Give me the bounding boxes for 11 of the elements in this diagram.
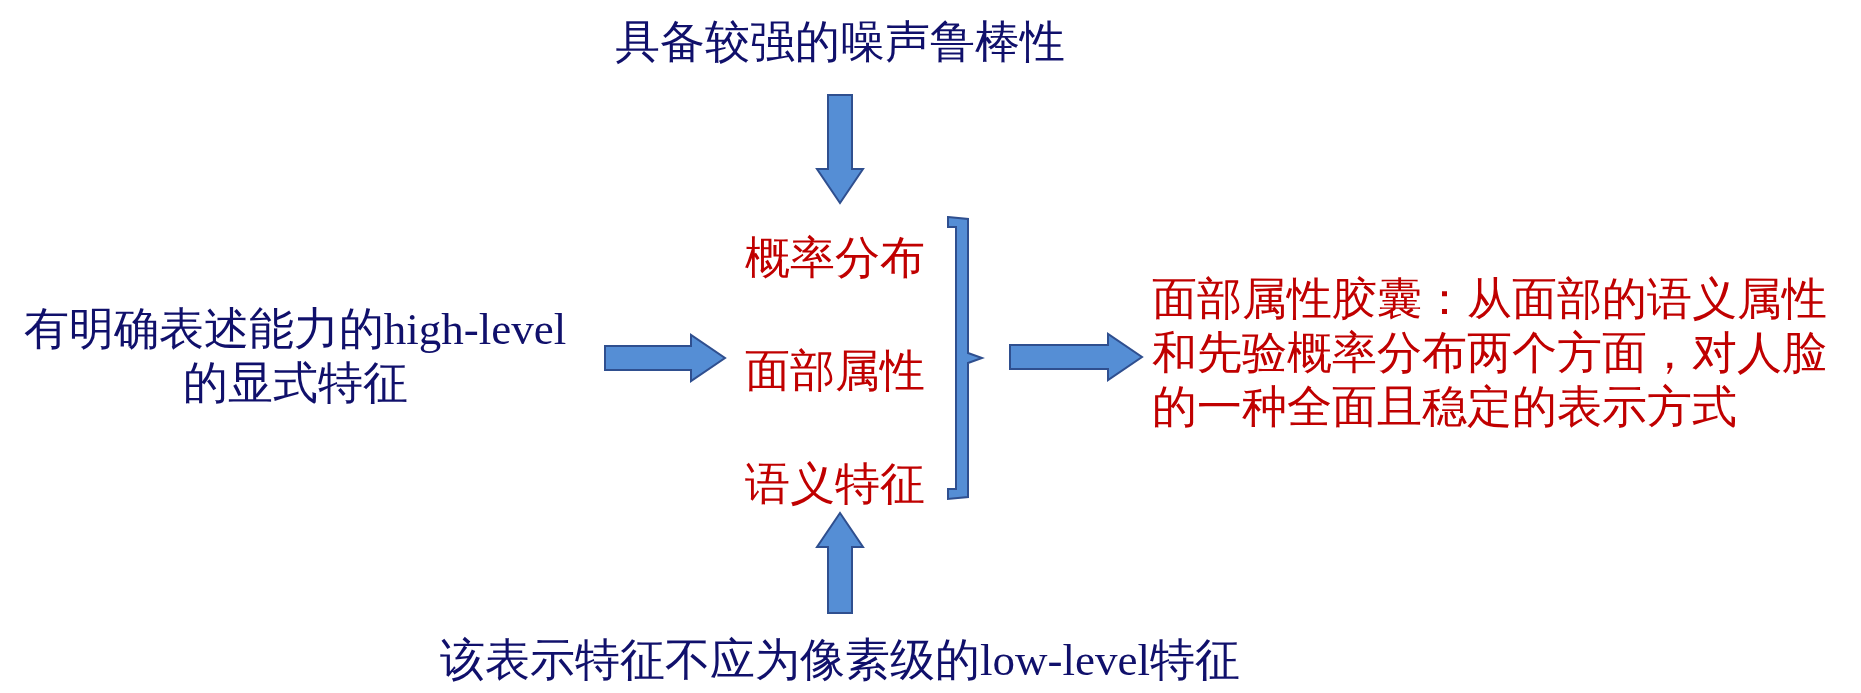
description-text: 具备较强的噪声鲁棒性 [614, 16, 1066, 69]
attribute-label: 面部属性 [745, 345, 925, 398]
summary-text: 面部属性胶囊：从面部的语义属性和先验概率分布两个方面，对人脸的一种全面且稳定的表示方式 [1152, 273, 1828, 434]
attribute-label: 语义特征 [745, 458, 925, 511]
block-arrow [1009, 332, 1144, 382]
description-text: 有明确表述能力的high-level的显式特征 [22, 303, 568, 410]
attribute-label: 概率分布 [745, 232, 925, 285]
block-arrow [815, 511, 865, 614]
block-arrow [815, 94, 865, 205]
block-arrow [604, 333, 727, 383]
description-text: 该表示特征不应为像素级的low-level特征 [439, 634, 1241, 687]
